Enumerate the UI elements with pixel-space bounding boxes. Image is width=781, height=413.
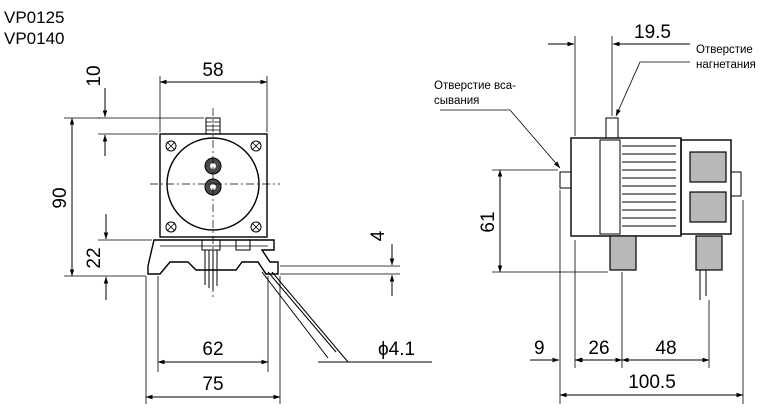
front-tube — [261, 271, 349, 363]
dim-62: 62 — [202, 339, 223, 360]
side-foot-right — [695, 235, 723, 271]
side-view: Отверстие вса- сывания Отверстие нагнета… — [434, 22, 756, 404]
front-view: 58 10 90 22 4 62 75 ϕ4.1 — [50, 60, 432, 404]
side-body — [570, 137, 682, 237]
side-inlet-nozzle — [559, 171, 572, 189]
side-foot-left — [609, 235, 637, 271]
dim-61: 61 — [478, 211, 499, 232]
dim-90: 90 — [50, 187, 71, 208]
dim-58: 58 — [202, 60, 223, 81]
dim-4: 4 — [368, 230, 389, 241]
label-inlet-line1: Отверстие вса- — [434, 80, 516, 92]
leader-outlet — [615, 61, 690, 117]
dim-26: 26 — [588, 338, 609, 359]
side-cap-lower — [689, 191, 727, 223]
dim-75: 75 — [202, 374, 223, 395]
side-cap-upper — [689, 151, 727, 183]
dim-tube-diameter: ϕ4.1 — [378, 339, 415, 360]
side-fins — [622, 145, 676, 227]
label-outlet-line2: нагнетания — [696, 59, 756, 71]
dim-10: 10 — [84, 65, 105, 86]
leader-inlet — [440, 109, 561, 169]
front-base — [147, 239, 279, 275]
dim-19-5: 19.5 — [634, 22, 671, 43]
side-outlet-nozzle — [605, 117, 619, 139]
model-label-2: VP0140 — [4, 29, 65, 48]
dim-22: 22 — [84, 247, 105, 268]
dim-9: 9 — [534, 338, 545, 359]
label-outlet-line1: Отверстие — [696, 44, 753, 56]
label-inlet-line2: сывания — [434, 95, 479, 107]
dim-48: 48 — [655, 338, 676, 359]
corner-screws — [165, 140, 262, 233]
model-label-1: VP0125 — [4, 8, 65, 27]
front-leads — [201, 239, 251, 290]
dim-100-5: 100.5 — [628, 372, 676, 393]
